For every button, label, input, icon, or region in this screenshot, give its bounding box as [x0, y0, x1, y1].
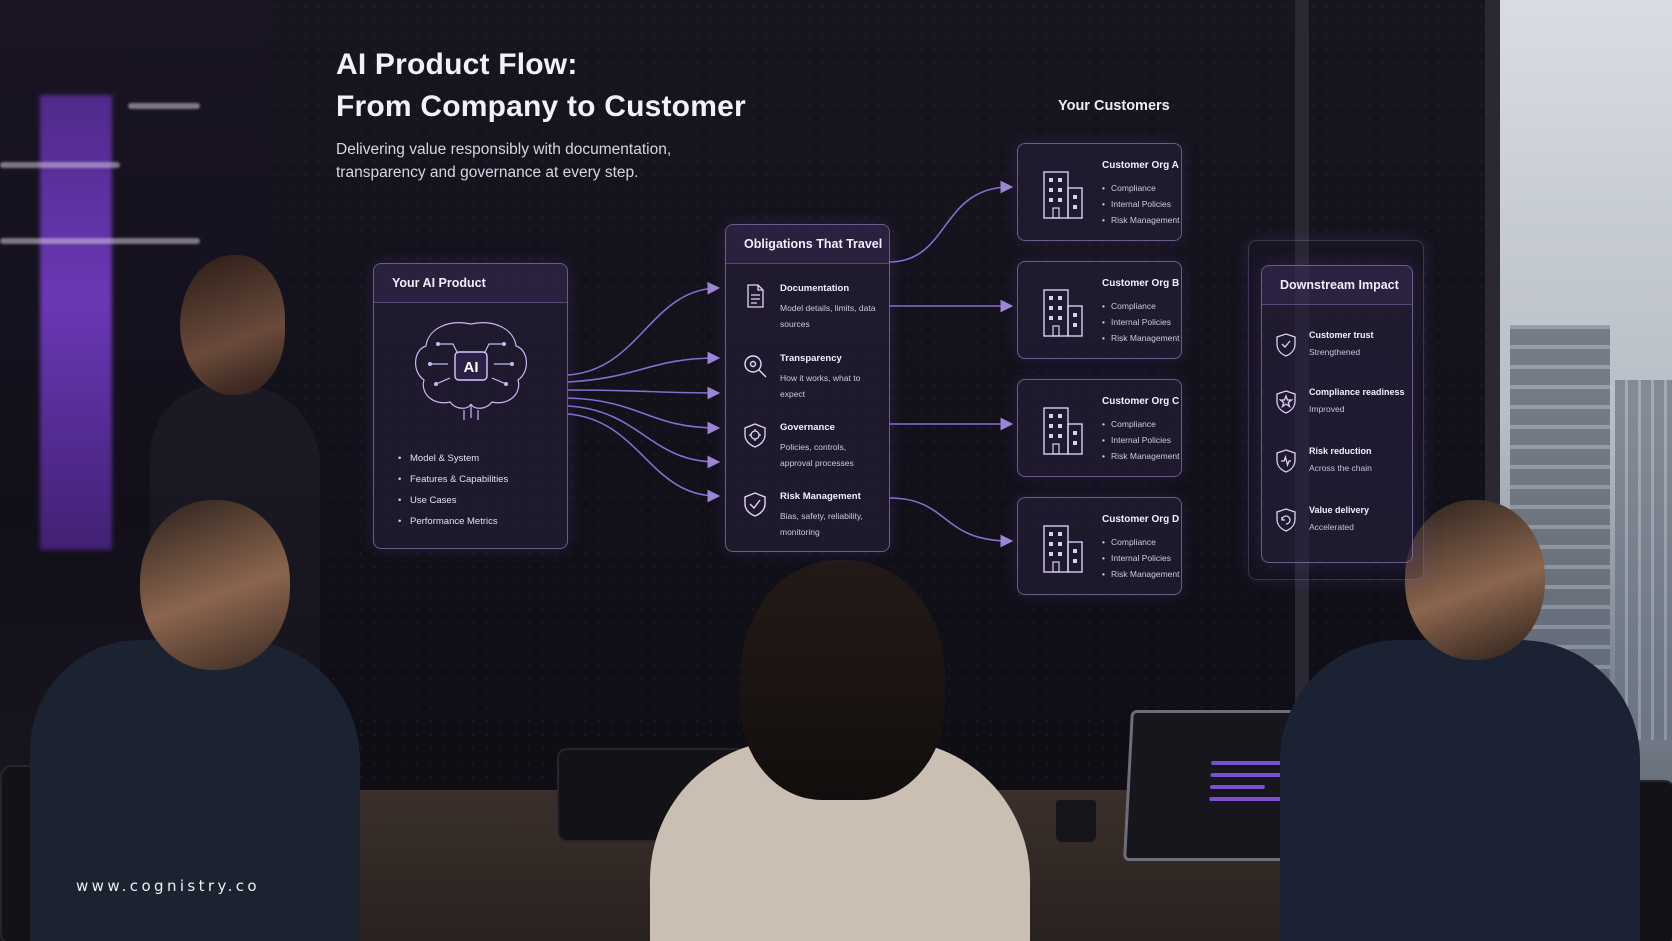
list-item: Compliance: [1102, 298, 1180, 314]
list-item: Risk Management: [1102, 212, 1180, 228]
ceiling-light: [0, 238, 200, 244]
attendee-center-head: [740, 560, 945, 800]
magnifier-icon: [744, 355, 767, 378]
customer-obligations-list: Compliance Internal Policies Risk Manage…: [1102, 534, 1180, 582]
customer-name: Customer Org D: [1102, 514, 1180, 525]
coffee-cup: [1056, 800, 1096, 842]
attendee-left: [30, 640, 360, 941]
ceiling-light: [0, 162, 120, 168]
building-icon: [1043, 171, 1083, 219]
customer-card-a: Customer Org A Compliance Internal Polic…: [1017, 143, 1182, 241]
list-item: Compliance: [1102, 416, 1180, 432]
impact-desc: Across the chain: [1309, 463, 1372, 473]
impact-desc: Improved: [1309, 404, 1345, 414]
website-url[interactable]: www.cognistry.co: [76, 877, 261, 895]
city-building: [1615, 380, 1672, 740]
obligation-title: Risk Management: [780, 491, 861, 502]
refresh-shield-icon: [1276, 508, 1296, 532]
customer-name: Customer Org B: [1102, 278, 1180, 289]
customer-obligations-list: Compliance Internal Policies Risk Manage…: [1102, 180, 1180, 228]
impact-desc: Accelerated: [1309, 522, 1354, 532]
customer-card-d: Customer Org D Compliance Internal Polic…: [1017, 497, 1182, 595]
document-icon: [747, 284, 764, 308]
obligation-desc: How it works, what to expect: [780, 373, 861, 399]
purple-light-column: [40, 95, 112, 550]
shield-check-icon: [744, 492, 766, 517]
list-item: Performance Metrics: [398, 511, 508, 532]
attendee-right: [1280, 640, 1640, 941]
ai-product-title: Your AI Product: [374, 264, 567, 303]
list-item: Use Cases: [398, 490, 508, 511]
ceiling-light: [128, 103, 200, 109]
list-item: Risk Management: [1102, 330, 1180, 346]
list-item: Compliance: [1102, 534, 1180, 550]
shield-pulse-icon: [1276, 449, 1296, 473]
page-title: AI Product Flow: From Company to Custome…: [336, 44, 746, 128]
impact-title: Compliance readiness: [1309, 387, 1405, 397]
title-line-2: From Company to Customer: [336, 90, 746, 123]
star-badge-icon: [1276, 390, 1296, 414]
customer-obligations-list: Compliance Internal Policies Risk Manage…: [1102, 298, 1180, 346]
obligation-title: Transparency: [780, 353, 842, 364]
laptop-chart-bar: [1209, 797, 1290, 801]
impact-title: Value delivery: [1309, 505, 1370, 515]
customers-label: Your Customers: [1058, 98, 1170, 114]
downstream-impact-panel: Downstream Impact Customer trust Strengt…: [1261, 265, 1413, 563]
product-feature-list: Model & System Features & Capabilities U…: [398, 448, 508, 532]
downstream-title: Downstream Impact: [1262, 266, 1412, 305]
obligation-title: Governance: [780, 422, 835, 433]
list-item: Internal Policies: [1102, 314, 1180, 330]
gear-shield-icon: [744, 423, 766, 448]
list-item: Compliance: [1102, 180, 1180, 196]
customer-name: Customer Org A: [1102, 160, 1179, 171]
obligations-panel: Obligations That Travel Documentation Mo…: [725, 224, 890, 552]
customer-card-b: Customer Org B Compliance Internal Polic…: [1017, 261, 1182, 359]
attendee-left-head: [140, 500, 290, 670]
customer-obligations-list: Compliance Internal Policies Risk Manage…: [1102, 416, 1180, 464]
obligation-desc: Model details, limits, data sources: [780, 303, 876, 329]
title-line-1: AI Product Flow:: [336, 48, 578, 81]
list-item: Features & Capabilities: [398, 469, 508, 490]
obligation-title: Documentation: [780, 283, 850, 294]
attendee-right-head: [1405, 500, 1545, 660]
ai-product-panel: Your AI Product AI Model & System Featur…: [373, 263, 568, 549]
list-item: Internal Policies: [1102, 432, 1180, 448]
obligation-desc: Bias, safety, reliability, monitoring: [780, 511, 863, 537]
shield-icon: [1276, 333, 1296, 357]
impact-desc: Strengthened: [1309, 347, 1361, 357]
impact-title: Customer trust: [1309, 330, 1374, 340]
list-item: Internal Policies: [1102, 550, 1180, 566]
obligations-title: Obligations That Travel: [726, 225, 889, 264]
list-item: Risk Management: [1102, 566, 1180, 582]
ai-chip-label: AI: [464, 359, 479, 376]
laptop-chart-bar: [1209, 785, 1266, 789]
list-item: Internal Policies: [1102, 196, 1180, 212]
building-icon: [1043, 289, 1083, 337]
customer-card-c: Customer Org C Compliance Internal Polic…: [1017, 379, 1182, 477]
list-item: Risk Management: [1102, 448, 1180, 464]
laptop-chart-bar: [1211, 761, 1282, 765]
ai-brain-icon: AI: [415, 322, 527, 420]
presenter-head: [180, 255, 285, 395]
obligation-desc: Policies, controls, approval processes: [780, 442, 854, 468]
building-icon: [1043, 525, 1083, 573]
page-subtitle: Delivering value responsibly with docume…: [336, 141, 672, 181]
list-item: Model & System: [398, 448, 508, 469]
impact-title: Risk reduction: [1309, 446, 1372, 456]
building-icon: [1043, 407, 1083, 455]
customer-name: Customer Org C: [1102, 396, 1180, 407]
